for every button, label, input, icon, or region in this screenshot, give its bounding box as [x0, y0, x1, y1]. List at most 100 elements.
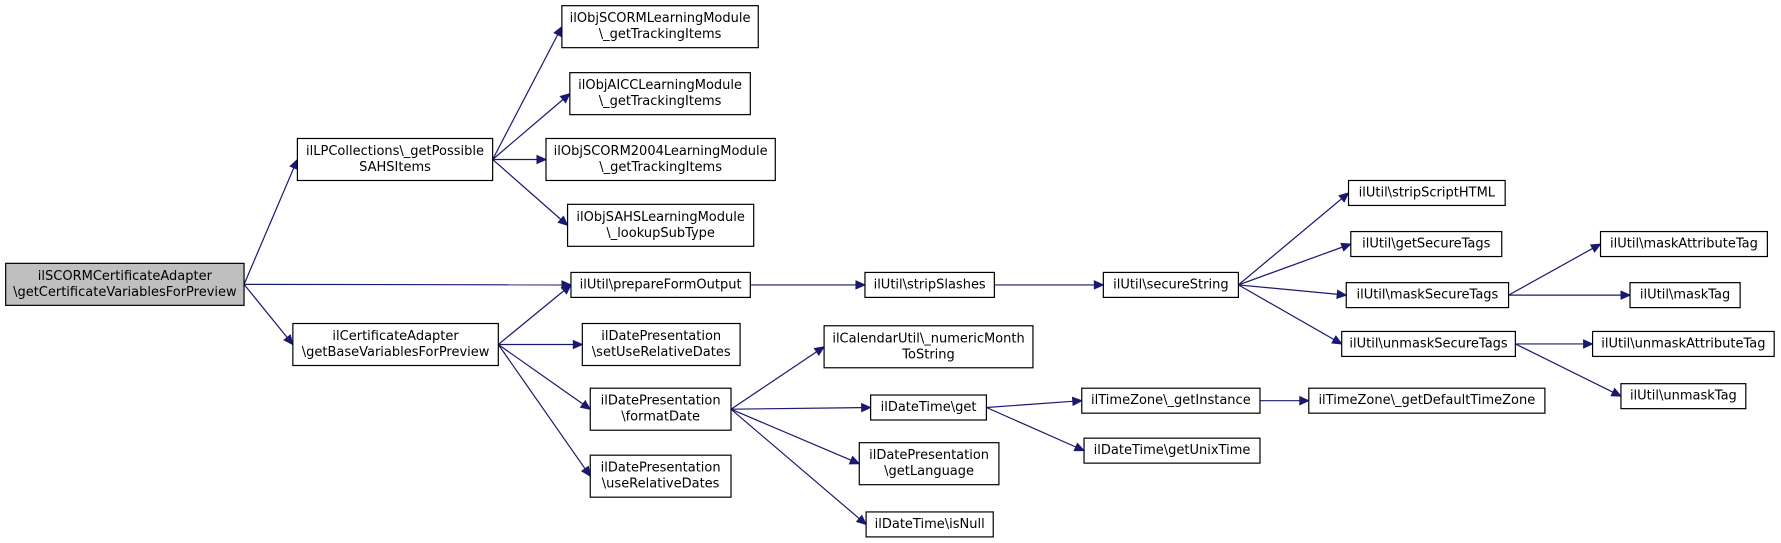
node-unixtime[interactable]: ilDateTime\getUnixTime — [1083, 437, 1261, 464]
node-label-userel-0: ilDatePresentation — [601, 461, 721, 476]
node-dtget[interactable]: ilDateTime\get — [870, 394, 988, 421]
arrowhead-unmasksecure-to-unmasktag — [1610, 387, 1623, 397]
node-getlang[interactable]: ilDatePresentation\getLanguage — [858, 442, 1000, 486]
node-aicclm[interactable]: ilObjAICCLearningModule\_getTrackingItem… — [569, 72, 751, 116]
node-box-getsecuretags[interactable] — [1350, 230, 1503, 258]
arrowhead-masksecure-to-masktag — [1620, 290, 1632, 300]
node-scormlm[interactable]: ilObjSCORMLearningModule\_getTrackingIte… — [561, 5, 759, 49]
node-label-scorm2004lm-0: ilObjSCORM2004LearningModule — [554, 144, 768, 159]
node-box-certadapter[interactable] — [292, 322, 499, 367]
arrowhead-certadapter-to-formatdate — [579, 399, 592, 410]
node-box-masktag[interactable] — [1629, 282, 1741, 309]
edge-securestring-to-getsecuretags — [1238, 246, 1343, 286]
node-label-userel-1: \useRelativeDates — [602, 477, 720, 492]
node-label-unmaskattr-0: ilUtil\unmaskAttributeTag — [1601, 336, 1765, 351]
arrowhead-masksecure-to-maskattr — [1589, 243, 1602, 253]
node-formatdate[interactable]: ilDatePresentation\formatDate — [589, 387, 732, 431]
edge-certadapter-to-prepare — [497, 290, 565, 345]
arrowhead-certadapter-to-prepare — [560, 284, 572, 295]
node-userel[interactable]: ilDatePresentation\useRelativeDates — [589, 454, 732, 498]
edge-securestring-to-unmasksecure — [1238, 284, 1335, 340]
node-tzdefault[interactable]: ilTimeZone\_getDefaultTimeZone — [1308, 387, 1546, 414]
node-stripslashes[interactable]: ilUtil\stripSlashes — [864, 271, 995, 299]
node-box-formatdate[interactable] — [589, 387, 732, 431]
node-label-formatdate-0: ilDatePresentation — [601, 394, 721, 409]
node-box-unmaskattr[interactable] — [1591, 330, 1775, 358]
node-box-unmasktag[interactable] — [1620, 383, 1747, 410]
edge-formatdate-to-isnull — [730, 408, 860, 520]
node-box-lpcoll[interactable] — [296, 137, 494, 182]
node-box-scorm2004lm[interactable] — [545, 137, 776, 182]
edge-formatdate-to-dtget — [731, 407, 862, 410]
arrowhead-formatdate-to-isnull — [855, 514, 868, 526]
node-masksecure[interactable]: ilUtil\maskSecureTags — [1345, 282, 1510, 309]
node-label-scormlm-0: ilObjSCORMLearningModule — [570, 11, 751, 26]
node-box-unixtime[interactable] — [1083, 437, 1261, 464]
node-label-certadapter-1: \getBaseVariablesForPreview — [302, 345, 490, 360]
arrowhead-securestring-to-stripscript — [1338, 192, 1350, 203]
node-box-root[interactable] — [5, 262, 245, 306]
node-box-aicclm[interactable] — [569, 72, 751, 116]
node-scorm2004lm[interactable]: ilObjSCORM2004LearningModule\_getTrackin… — [545, 137, 776, 182]
node-box-calmonth[interactable] — [823, 325, 1034, 369]
node-isnull[interactable]: ilDateTime\isNull — [865, 511, 994, 538]
node-box-maskattr[interactable] — [1599, 230, 1768, 258]
edge-securestring-to-masksecure — [1238, 284, 1338, 295]
node-box-scormlm[interactable] — [561, 5, 759, 49]
arrowhead-certadapter-to-userel — [580, 465, 591, 478]
node-box-sahslm[interactable] — [566, 203, 755, 247]
node-label-masksecure-0: ilUtil\maskSecureTags — [1356, 288, 1498, 303]
node-box-dtget[interactable] — [870, 394, 988, 421]
node-label-lpcoll-0: ilLPCollections\_getPossible — [306, 144, 484, 159]
node-label-root-1: \getCertificateVariablesForPreview — [13, 285, 237, 300]
node-maskattr[interactable]: ilUtil\maskAttributeTag — [1599, 230, 1768, 258]
node-stripscript[interactable]: ilUtil\stripScriptHTML — [1347, 179, 1506, 207]
node-unmasktag[interactable]: ilUtil\unmaskTag — [1620, 383, 1747, 410]
node-root[interactable]: ilSCORMCertificateAdapter\getCertificate… — [5, 262, 245, 306]
node-box-tzinstance[interactable] — [1081, 387, 1261, 414]
node-prepare[interactable]: ilUtil\prepareFormOutput — [570, 271, 751, 299]
node-box-getlang[interactable] — [858, 442, 1000, 486]
node-box-stripscript[interactable] — [1347, 179, 1506, 207]
edge-unmasksecure-to-unmasktag — [1515, 343, 1614, 393]
node-box-stripslashes[interactable] — [864, 271, 995, 299]
node-label-stripscript-0: ilUtil\stripScriptHTML — [1359, 185, 1496, 200]
node-label-isnull-0: ilDateTime\isNull — [875, 517, 985, 532]
node-label-aicclm-1: \_getTrackingItems — [599, 94, 722, 109]
node-label-scorm2004lm-1: \_getTrackingItems — [599, 160, 722, 175]
node-label-getsecuretags-0: ilUtil\getSecureTags — [1362, 237, 1490, 252]
node-tzinstance[interactable]: ilTimeZone\_getInstance — [1081, 387, 1261, 414]
node-unmaskattr[interactable]: ilUtil\unmaskAttributeTag — [1591, 330, 1775, 358]
node-label-unixtime-0: ilDateTime\getUnixTime — [1094, 443, 1251, 458]
node-box-masksecure[interactable] — [1345, 282, 1510, 309]
edge-certadapter-to-formatdate — [497, 344, 584, 405]
node-box-unmasksecure[interactable] — [1341, 330, 1516, 358]
node-securestring[interactable]: ilUtil\secureString — [1102, 271, 1240, 299]
arrowhead-root-to-certadapter — [283, 334, 294, 346]
node-masktag[interactable]: ilUtil\maskTag — [1629, 282, 1741, 309]
arrowhead-prepare-to-stripslashes — [855, 280, 867, 290]
node-label-setuserel-0: ilDatePresentation — [601, 329, 721, 344]
node-label-root-0: ilSCORMCertificateAdapter — [38, 269, 213, 284]
node-box-securestring[interactable] — [1102, 271, 1240, 299]
node-getsecuretags[interactable]: ilUtil\getSecureTags — [1350, 230, 1503, 258]
node-box-prepare[interactable] — [570, 271, 751, 299]
node-label-tzinstance-0: ilTimeZone\_getInstance — [1091, 393, 1251, 408]
node-box-setuserel[interactable] — [581, 322, 741, 367]
node-setuserel[interactable]: ilDatePresentation\setUseRelativeDates — [581, 322, 741, 367]
edge-lpcoll-to-aicclm — [492, 99, 564, 160]
node-certadapter[interactable]: ilCertificateAdapter\getBaseVariablesFor… — [292, 322, 499, 367]
arrowhead-root-to-lpcoll — [289, 158, 299, 171]
node-box-tzdefault[interactable] — [1308, 387, 1546, 414]
node-label-setuserel-1: \setUseRelativeDates — [592, 345, 731, 360]
node-unmasksecure[interactable]: ilUtil\unmaskSecureTags — [1341, 330, 1516, 358]
node-label-sahslm-0: ilObjSAHSLearningModule — [576, 210, 744, 225]
arrowhead-dtget-to-tzinstance — [1071, 396, 1083, 407]
node-sahslm[interactable]: ilObjSAHSLearningModule\_lookupSubType — [566, 203, 755, 247]
node-box-userel[interactable] — [589, 454, 732, 498]
node-box-isnull[interactable] — [865, 511, 994, 538]
node-label-calmonth-1: ToString — [901, 347, 954, 362]
arrowhead-lpcoll-to-sahslm — [557, 215, 569, 227]
